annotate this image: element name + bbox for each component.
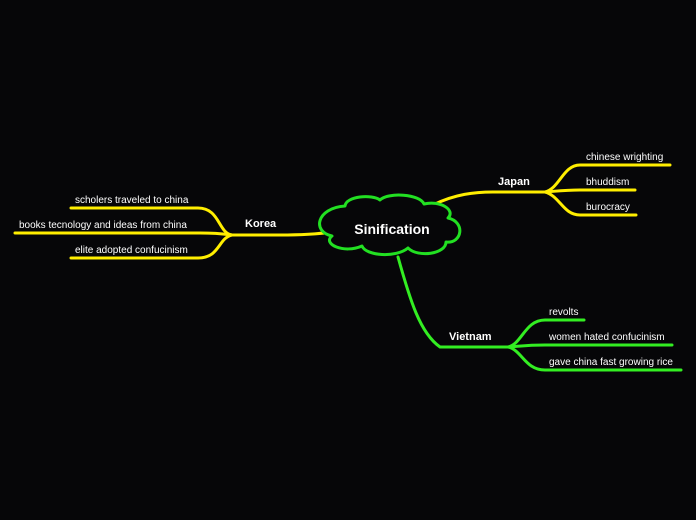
vietnam-leaf-3-line (506, 345, 683, 372)
japan-leaf-chinese-wrighting[interactable]: chinese wrighting (586, 152, 663, 163)
japan-leaf-bhuddism[interactable]: bhuddism (586, 177, 629, 188)
korea-trunk-line (230, 230, 334, 237)
central-cloud-shape (318, 193, 462, 256)
vietnam-leaf-fast-growing-rice[interactable]: gave china fast growing rice (549, 357, 673, 368)
korea-leaf-scholers-traveled[interactable]: scholers traveled to china (75, 195, 189, 206)
japan-leaf-2-line (543, 188, 637, 194)
japan-node-label[interactable]: Japan (498, 176, 530, 188)
vietnam-leaf-revolts[interactable]: revolts (549, 307, 578, 318)
central-node-label: Sinification (354, 221, 429, 237)
korea-leaf-books-tecnology[interactable]: books tecnology and ideas from china (19, 220, 187, 231)
vietnam-connectors (396, 255, 683, 372)
vietnam-leaf-2-line (506, 343, 674, 349)
vietnam-leaf-women-hated[interactable]: women hated confucinism (548, 332, 665, 343)
vietnam-node-label[interactable]: Vietnam (449, 331, 492, 343)
central-node[interactable]: Sinification (318, 193, 462, 256)
japan-connectors (431, 163, 672, 217)
japan-leaf-1-line (543, 163, 672, 194)
korea-leaf-2-line (13, 231, 234, 237)
korea-node-label[interactable]: Korea (245, 218, 277, 230)
korea-leaf-elite-adopted[interactable]: elite adopted confucinism (75, 245, 188, 256)
korea-leaf-3-line (69, 233, 234, 260)
japan-trunk-line (431, 190, 547, 207)
vietnam-trunk-line (396, 255, 510, 349)
japan-leaf-3-line (543, 190, 638, 217)
japan-leaf-burocracy[interactable]: burocracy (586, 202, 630, 213)
